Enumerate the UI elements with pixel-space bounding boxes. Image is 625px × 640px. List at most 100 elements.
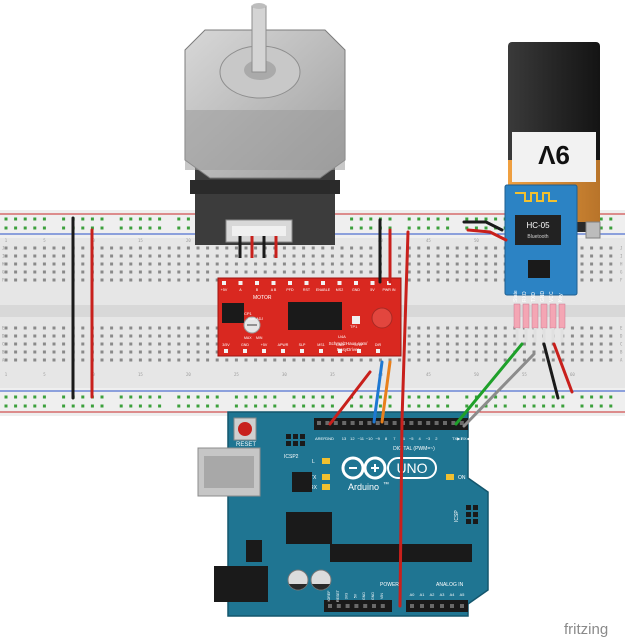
breadboard-hole — [407, 270, 411, 274]
breadboard-hole — [254, 262, 258, 266]
driver-top-label: MS2 — [336, 288, 343, 292]
breadboard-hole — [62, 350, 66, 354]
breadboard-hole — [513, 342, 517, 346]
breadboard-hole — [484, 350, 488, 354]
breadboard-hole — [100, 254, 104, 258]
breadboard-hole — [225, 254, 229, 258]
breadboard-hole — [52, 278, 56, 282]
rail-hole — [465, 226, 469, 230]
stepper-motor — [184, 3, 346, 258]
rail-hole — [359, 395, 363, 399]
header-hole — [375, 421, 380, 425]
reset-button[interactable] — [238, 422, 252, 436]
icsp-label: ICSP — [454, 510, 460, 522]
breadboard-hole — [206, 358, 210, 362]
icsp2-pin — [293, 434, 298, 439]
breadboard-hole — [110, 254, 114, 258]
breadboard-hole — [206, 334, 210, 338]
breadboard-hole — [609, 326, 613, 330]
wire-red-gnd-arduino — [328, 370, 372, 426]
breadboard-hole — [177, 262, 181, 266]
row-letter: E — [2, 326, 5, 331]
header-hole — [354, 604, 359, 608]
breadboard-hole — [321, 262, 325, 266]
breadboard-hole — [148, 254, 152, 258]
wire-orange-dir — [380, 360, 392, 424]
column-number: 5 — [43, 372, 46, 377]
breadboard-hole — [42, 334, 46, 338]
analog-pin-label: A2 — [430, 593, 435, 597]
rail-hole — [561, 395, 565, 399]
breadboard-hole — [407, 342, 411, 346]
rail-hole — [62, 404, 66, 408]
rail-hole — [369, 395, 373, 399]
breadboard-hole — [292, 270, 296, 274]
column-number: 55 — [522, 372, 527, 377]
breadboard-hole — [455, 262, 459, 266]
power-pin-label: GND — [362, 592, 366, 600]
breadboard-hole — [158, 262, 162, 266]
breadboard-hole — [426, 246, 430, 250]
wires — [71, 216, 574, 608]
header-hole — [342, 421, 347, 425]
breadboard-hole — [33, 262, 37, 266]
rail-hole — [158, 395, 162, 399]
breadboard-hole — [206, 246, 210, 250]
breadboard-hole — [340, 262, 344, 266]
rail-hole — [4, 395, 8, 399]
rail-hole — [186, 217, 190, 221]
capacitor-2-stripe — [312, 584, 330, 590]
breadboard-hole — [426, 270, 430, 274]
driver-site-label: SchmalzHaus.com/ — [329, 341, 369, 346]
header-hole — [345, 604, 350, 608]
breadboard-hole — [522, 342, 526, 346]
breadboard-hole — [177, 342, 181, 346]
breadboard-hole — [474, 262, 478, 266]
breadboard-hole — [369, 270, 373, 274]
row-letter: H — [620, 262, 623, 267]
breadboard-hole — [33, 358, 37, 362]
breadboard-hole — [158, 342, 162, 346]
icsp2-label: ICSP2 — [284, 454, 299, 460]
breadboard-hole — [484, 342, 488, 346]
breadboard-hole — [561, 350, 565, 354]
breadboard-hole — [148, 342, 152, 346]
rail-hole — [273, 404, 277, 408]
rail-hole — [311, 395, 315, 399]
driver-bottom-label: +5V — [261, 343, 268, 347]
battery-voltage-label: 9V — [537, 140, 569, 170]
breadboard-hole — [158, 334, 162, 338]
driver-bottom-label: MS1 — [317, 343, 324, 347]
header-hole — [420, 604, 424, 608]
breadboard-hole — [446, 270, 450, 274]
breadboard-hole — [609, 246, 613, 250]
driver-top-label: ENABLE — [316, 288, 331, 292]
breadboard-hole — [446, 350, 450, 354]
breadboard-hole — [263, 358, 267, 362]
rail-hole — [580, 395, 584, 399]
breadboard-hole — [417, 342, 421, 346]
rail-hole — [138, 404, 142, 408]
breadboard-hole — [42, 278, 46, 282]
breadboard-hole — [42, 342, 46, 346]
driver-label-min: MIN — [256, 336, 263, 340]
rail-hole — [609, 226, 613, 230]
bt-chip — [515, 215, 561, 245]
rail-hole — [196, 404, 200, 408]
breadboard-hole — [474, 270, 478, 274]
rail-hole — [388, 217, 392, 221]
breadboard-hole — [33, 326, 37, 330]
aref-label: AREF — [315, 436, 326, 441]
digital-pin-label: 2 — [435, 436, 438, 441]
breadboard-hole — [148, 350, 152, 354]
breadboard-hole — [138, 246, 142, 250]
breadboard-hole — [609, 358, 613, 362]
breadboard-hole — [52, 358, 56, 362]
header-hole — [430, 604, 434, 608]
rail-hole — [426, 395, 430, 399]
breadboard-hole — [206, 278, 210, 282]
breadboard-hole — [494, 342, 498, 346]
bt-pin — [522, 303, 530, 329]
rail-hole — [33, 395, 37, 399]
